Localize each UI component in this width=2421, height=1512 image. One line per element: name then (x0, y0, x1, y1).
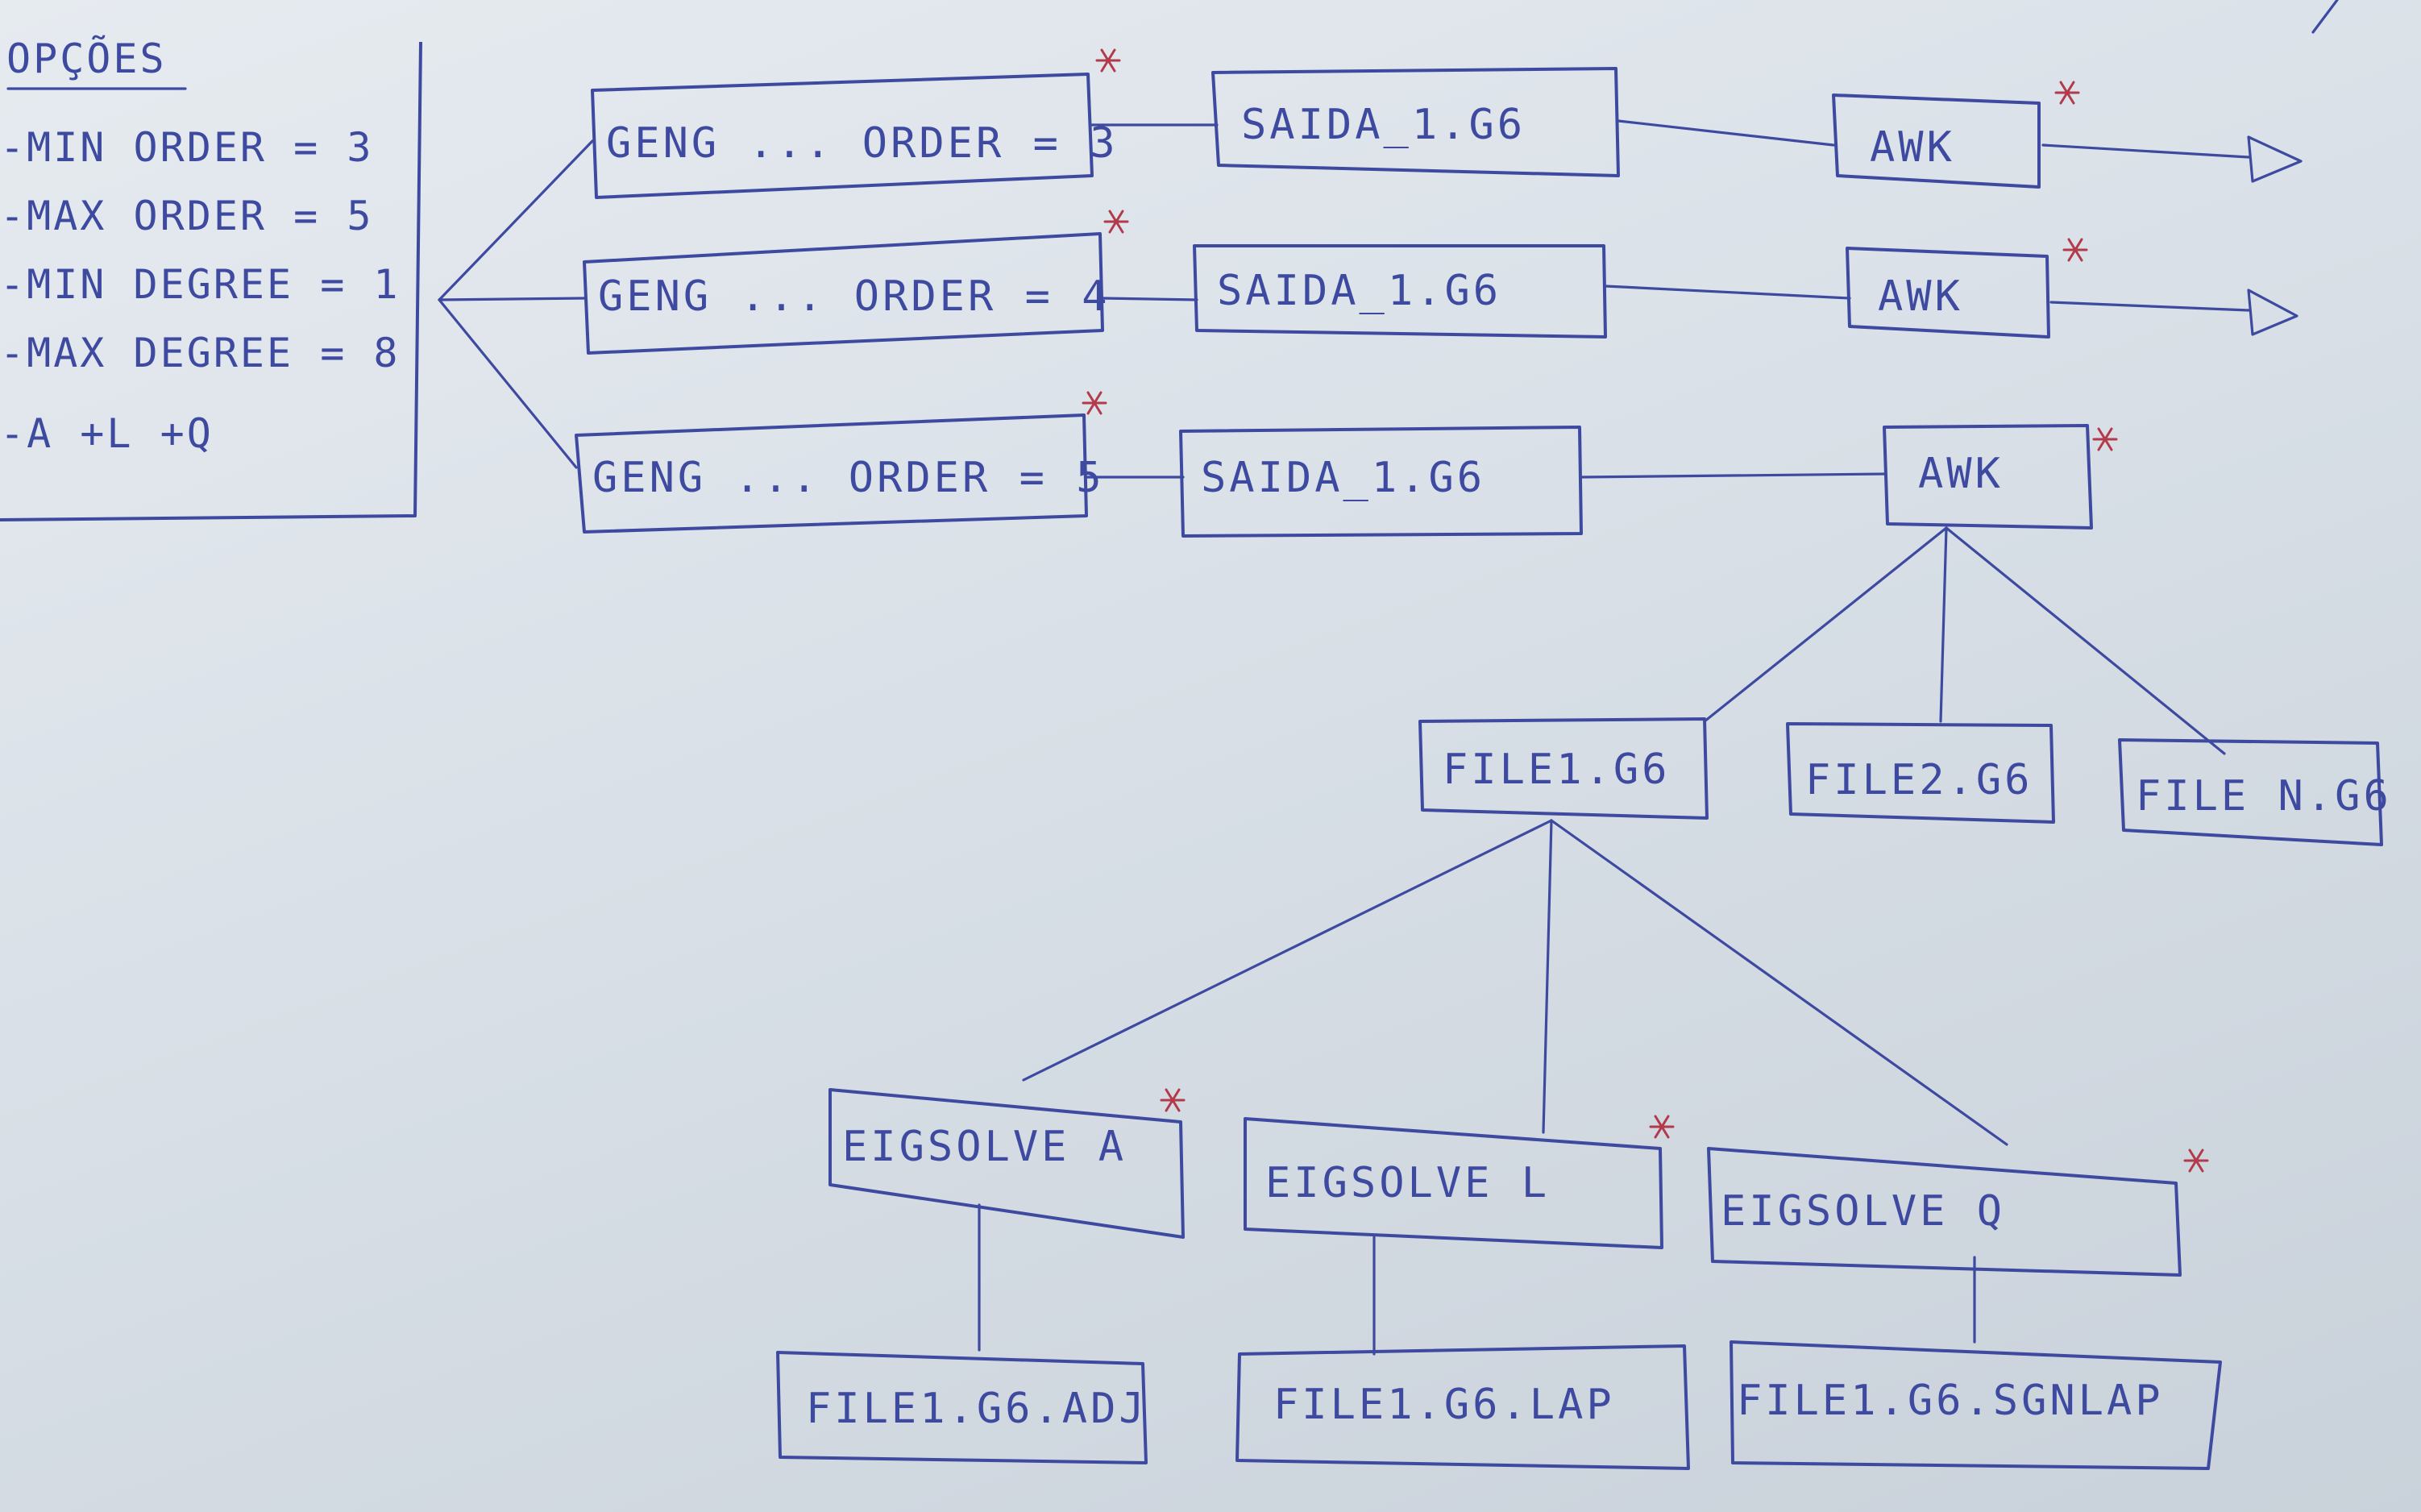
edge-options-geng5 (438, 298, 578, 469)
geng-order-3-box (591, 73, 1094, 199)
output-lap-label: FILE1.G6.LAP (1273, 1381, 1615, 1429)
saida-row3-label: SAIDA_1.G6 (1201, 454, 1485, 502)
awk-row1-box (1832, 93, 2041, 189)
edge-awk-file1 (1703, 526, 1948, 723)
file2-box (1786, 722, 2055, 824)
saida-row2-label: SAIDA_1.G6 (1217, 267, 1501, 315)
eigsolve-q-label: EIGSOLVE Q (1721, 1187, 2005, 1236)
asterisk-icon (2183, 1149, 2209, 1173)
options-fanout (438, 139, 594, 469)
awk-row1-output-arrow (2041, 143, 2250, 159)
edge-saida-awk-row2 (1604, 285, 1851, 300)
file1-box (1418, 717, 1709, 820)
awk-row2-output-arrow (2049, 301, 2250, 312)
file-to-solver-edges (1022, 819, 2008, 1146)
awk-row1-label: AWK (1870, 123, 1955, 172)
edge-file1-eigsolve-a (1022, 819, 1553, 1082)
edge-file1-eigsolve-q (1550, 819, 2008, 1146)
geng-order-4-label: GENG ... ORDER = 4 (598, 272, 1111, 321)
file2-label: FILE2.G6 (1805, 756, 2033, 804)
awk-row2-box (1846, 247, 2050, 339)
edge-options-geng3 (438, 139, 594, 301)
file-boxes: FILE1.G6 FILE2.G6 FILE N.G6 (1418, 717, 2392, 846)
edge-options-geng4 (438, 297, 586, 301)
red-asterisk-markers (1082, 48, 2209, 1173)
output-sgnlap-box (1730, 1340, 2222, 1470)
edge-awk-filen (1945, 526, 2226, 755)
awk-row3-box (1883, 424, 2093, 530)
edge-awk-file2 (1939, 526, 1948, 723)
asterisk-icon (1103, 210, 1129, 234)
asterisk-icon (1160, 1088, 1186, 1112)
edge-saida-awk-row1 (1617, 119, 1835, 147)
option-flags: -A +L +Q (0, 410, 214, 457)
edge-geng4-saida (1101, 297, 1198, 301)
eigsolve-q-box (1707, 1147, 2182, 1277)
output-lap-box (1235, 1344, 1690, 1470)
saida-row3-box (1179, 426, 1583, 538)
arrowhead-row2 (2247, 289, 2298, 336)
saida-row2-box (1193, 244, 1607, 339)
edge-saida-awk-row3 (1580, 472, 1887, 479)
asterisk-icon (1095, 48, 1121, 73)
options-panel: OPÇÕES -MIN ORDER = 3 -MAX ORDER = 5 -MI… (0, 35, 422, 521)
asterisk-icon (2062, 238, 2088, 262)
edge-file1-eigsolve-l (1542, 819, 1553, 1134)
arrowhead-row1 (2247, 135, 2303, 183)
pipeline-row-1: GENG ... ORDER = 3 SAIDA_1.G6 AWK (591, 67, 2303, 199)
geng-order-4-box (583, 232, 1104, 355)
option-min-degree: -MIN DEGREE = 1 (0, 261, 401, 308)
eigsolve-a-label: EIGSOLVE A (842, 1123, 1127, 1171)
solver-boxes: EIGSOLVE A EIGSOLVE L EIGSOLVE Q (828, 1088, 2182, 1277)
filen-box (2118, 738, 2383, 846)
eigsolve-l-label: EIGSOLVE L (1265, 1159, 1550, 1207)
awk-row3-label: AWK (1918, 450, 2004, 498)
board-edge-mark (2311, 0, 2339, 34)
asterisk-icon (1649, 1115, 1675, 1139)
filen-label: FILE N.G6 (2136, 772, 2392, 820)
pipeline-row-2: GENG ... ORDER = 4 SAIDA_1.G6 AWK (583, 232, 2298, 355)
asterisk-icon (2054, 81, 2080, 105)
eigsolve-a-box (828, 1088, 1185, 1239)
eigsolve-l-box (1244, 1117, 1663, 1249)
saida-row1-label: SAIDA_1.G6 (1241, 101, 1526, 149)
option-min-order: -MIN ORDER = 3 (0, 124, 373, 171)
awk-row2-label: AWK (1878, 272, 1963, 321)
file1-label: FILE1.G6 (1443, 746, 1670, 794)
output-sgnlap-label: FILE1.G6.SGNLAP (1737, 1377, 2164, 1425)
output-adj-label: FILE1.G6.ADJ (806, 1385, 1148, 1433)
option-max-degree: -MAX DEGREE = 8 (0, 330, 401, 376)
output-boxes: FILE1.G6.ADJ FILE1.G6.LAP FILE1.G6.SGNLA… (776, 1340, 2222, 1470)
asterisk-icon (1082, 391, 1107, 415)
options-title: OPÇÕES (6, 35, 167, 82)
saida-row1-box (1211, 67, 1620, 177)
geng-order-5-box (575, 413, 1088, 534)
solver-to-output-edges (978, 1203, 1976, 1356)
geng-order-3-label: GENG ... ORDER = 3 (606, 119, 1119, 168)
pipeline-row-3: GENG ... ORDER = 5 SAIDA_1.G6 AWK (575, 413, 2093, 538)
options-box (0, 41, 422, 521)
awk-to-files-edges (1703, 526, 2226, 755)
option-max-order: -MAX ORDER = 5 (0, 193, 373, 239)
output-adj-box (776, 1351, 1148, 1464)
asterisk-icon (2092, 427, 2118, 451)
geng-order-5-label: GENG ... ORDER = 5 (592, 454, 1105, 502)
